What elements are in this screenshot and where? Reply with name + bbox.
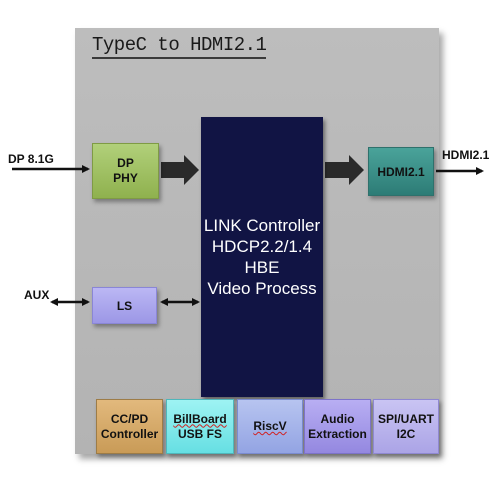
link-line-3: HBE: [244, 258, 280, 277]
dp-phy-line-1: DP: [117, 156, 134, 170]
audio-line-2: Extraction: [308, 426, 367, 441]
hdmi-output-label: HDMI2.1: [442, 148, 490, 162]
link-to-hdmi-block-arrow: [325, 155, 364, 185]
ls-label: LS: [116, 298, 133, 313]
spi-line-2: I2C: [396, 426, 416, 441]
billboard-line-2: USB FS: [177, 426, 222, 441]
spi-line-1: SPI/UART: [377, 411, 434, 426]
link-line-4: Video Process: [207, 279, 317, 298]
dp-phy-block: DP PHY: [92, 143, 159, 199]
link-controller-block: LINK Controller HDCP2.2/1.4 HBE Video Pr…: [201, 117, 323, 397]
riscv-block: RiscV: [237, 399, 303, 454]
riscv-label: RiscV: [253, 419, 287, 433]
cc-pd-controller-block: CC/PD Controller: [96, 399, 163, 454]
diagram-title: TypeC to HDMI2.1: [92, 34, 267, 59]
link-line-2: HDCP2.2/1.4: [211, 237, 313, 256]
hdmi-block-label: HDMI2.1: [377, 164, 425, 179]
billboard-block: BillBoard USB FS: [166, 399, 234, 454]
dp-input-label: DP 8.1G: [8, 152, 54, 166]
dp-phy-line-2: PHY: [113, 171, 138, 185]
cc-pd-line-1: CC/PD: [110, 411, 149, 426]
billboard-line-1: BillBoard: [173, 411, 227, 426]
audio-line-1: Audio: [320, 411, 355, 426]
spi-uart-i2c-block: SPI/UART I2C: [373, 399, 439, 454]
audio-extraction-block: Audio Extraction: [304, 399, 371, 454]
link-line-1: LINK Controller: [203, 216, 321, 235]
aux-label: AUX: [24, 288, 50, 302]
dp-phy-to-link-block-arrow: [161, 155, 199, 185]
ls-block: LS: [92, 287, 157, 324]
hdmi-block: HDMI2.1: [368, 147, 434, 196]
cc-pd-line-2: Controller: [100, 426, 159, 441]
